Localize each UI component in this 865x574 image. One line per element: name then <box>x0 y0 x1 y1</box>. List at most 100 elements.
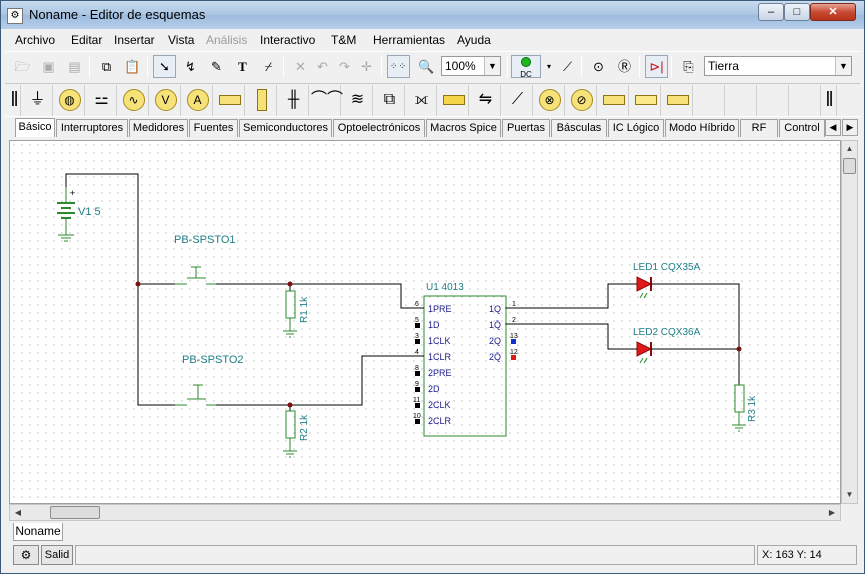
tab-optoelectronicos[interactable]: Optoelectrónicos <box>333 119 425 137</box>
menu-interactivo[interactable]: Interactivo <box>260 33 316 47</box>
scroll-up-icon[interactable]: ▲ <box>845 144 854 153</box>
components-toolbar: ‖ ⏚ ◍ ⚍ ∿ V A ╫ ⌒⌒ ≋ ⧉ ⟗ ⇋ ⟋ ⊗ ⊘ ‖ <box>5 83 860 117</box>
resistor-probe-icon[interactable]: Ⓡ <box>617 59 631 74</box>
menu-tm[interactable]: T&M <box>331 33 357 47</box>
scroll-down-icon[interactable]: ▼ <box>845 490 854 499</box>
battery-v1[interactable] <box>57 187 75 242</box>
meter-probe-icon[interactable]: ⊙ <box>593 59 604 74</box>
grid-toggle-icon[interactable]: ⁘⁘ <box>387 55 410 78</box>
tab-rf[interactable]: RF <box>740 119 778 137</box>
dc-analysis-button[interactable]: DC <box>511 55 541 79</box>
scroll-left-icon[interactable]: ‖ <box>9 85 21 116</box>
menu-vista[interactable]: Vista <box>168 33 195 47</box>
select-arrow-icon[interactable]: ➘ <box>153 55 176 78</box>
scroll-thumb[interactable] <box>50 506 100 519</box>
close-button[interactable]: ✕ <box>810 3 856 21</box>
tab-fuentes[interactable]: Fuentes <box>189 119 238 137</box>
fuse-blown-component-icon[interactable]: ⇋ <box>471 85 501 116</box>
tab-interruptores[interactable]: Interruptores <box>56 119 128 137</box>
text-tool-icon[interactable]: T <box>238 59 247 74</box>
capacitor-component-icon[interactable]: ╫ <box>279 85 309 116</box>
probe-icon[interactable]: ⟋ <box>562 59 573 74</box>
menu-analisis[interactable]: Análisis <box>206 33 248 47</box>
scroll-right-icon[interactable]: ▶ <box>828 508 836 517</box>
delete-icon[interactable]: ✕ <box>295 59 306 74</box>
resistor-r3[interactable] <box>732 384 746 432</box>
voltmeter-component-icon[interactable]: V <box>151 85 181 116</box>
led2[interactable] <box>634 341 666 364</box>
lamp-component-icon[interactable]: ⊗ <box>535 85 565 116</box>
horizontal-scrollbar[interactable]: ◀ ▶ <box>9 504 841 521</box>
led1[interactable] <box>634 276 666 299</box>
ammeter-component-icon[interactable]: A <box>183 85 213 116</box>
scroll-left-icon[interactable]: ◀ <box>14 508 22 517</box>
impedance-component-icon[interactable] <box>663 85 693 116</box>
menu-ayuda[interactable]: Ayuda <box>457 33 491 47</box>
schematic-canvas[interactable]: + V1 5 PB-SPSTO1 PB-SPSTO2 <box>9 140 841 504</box>
potentiometer-component-icon[interactable]: ⊘ <box>567 85 597 116</box>
tab-medidores[interactable]: Medidores <box>129 119 188 137</box>
ac-source-component-icon[interactable]: ∿ <box>119 85 149 116</box>
tab-control[interactable]: Control <box>779 119 825 137</box>
tab-macros-spice[interactable]: Macros Spice <box>426 119 501 137</box>
ground-component-icon[interactable]: ⏚ <box>23 85 53 116</box>
zoom-select[interactable]: 100% ▼ <box>441 56 501 76</box>
pencil-icon[interactable]: ✎ <box>211 59 222 74</box>
wire-tool-icon[interactable]: ↯ <box>185 59 196 74</box>
tab-ic-logico[interactable]: IC Lógico <box>608 119 664 137</box>
tabs-left-arrow-icon[interactable]: ◀ <box>825 119 841 136</box>
transformer-component-icon[interactable]: ⧉ <box>375 85 405 116</box>
tab-basico[interactable]: Básico <box>15 118 55 137</box>
undo-icon[interactable]: ↶ <box>317 59 328 74</box>
maximize-button[interactable]: □ <box>784 3 810 21</box>
paste-icon[interactable]: 📋 <box>124 59 141 74</box>
node-tool-icon[interactable]: ⌿ <box>264 59 273 74</box>
menu-editar[interactable]: Editar <box>71 33 103 47</box>
dc-dropdown-icon[interactable]: ▾ <box>546 62 551 71</box>
copy-icon[interactable]: ⧉ <box>101 59 112 74</box>
tab-semiconductores[interactable]: Semiconductores <box>239 119 332 137</box>
wires <box>65 173 740 411</box>
core-inductor-component-icon[interactable]: ≋ <box>343 85 373 116</box>
save-as-icon[interactable]: ▤ <box>68 59 81 74</box>
output-label[interactable]: Salid <box>41 545 73 565</box>
fuse-component-icon[interactable] <box>439 85 469 116</box>
diode-icon[interactable]: ⊳| <box>645 55 668 78</box>
battery-component-icon[interactable]: ⚍ <box>87 85 117 116</box>
menu-insertar[interactable]: Insertar <box>114 33 155 47</box>
menu-archivo[interactable]: Archivo <box>15 33 56 47</box>
inductor-component-icon[interactable]: ⌒⌒ <box>311 85 343 116</box>
save-icon[interactable]: ▣ <box>42 59 55 74</box>
bulb-component-icon[interactable]: ◍ <box>55 85 85 116</box>
heater-component-icon[interactable] <box>631 85 661 116</box>
vertical-resistor-component-icon[interactable] <box>247 85 277 116</box>
crosshair-icon[interactable]: ✛ <box>361 59 372 74</box>
pushbutton-sw1[interactable] <box>175 266 216 285</box>
menu-herramientas[interactable]: Herramientas <box>373 33 446 47</box>
open-folder-icon[interactable]: 🗁 <box>14 59 31 74</box>
tab-puertas[interactable]: Puertas <box>502 119 550 137</box>
transformer-core-component-icon[interactable]: ⟗ <box>407 85 437 116</box>
tab-modo-hibrido[interactable]: Modo Híbrido <box>665 119 739 137</box>
resistor-r1[interactable] <box>283 290 297 338</box>
document-tab[interactable]: Noname <box>13 523 63 541</box>
junction-dot <box>736 346 742 352</box>
resistor-r2[interactable] <box>283 410 297 458</box>
minimize-button[interactable]: – <box>758 3 784 21</box>
pushbutton-sw2[interactable] <box>175 384 216 406</box>
tab-basculas[interactable]: Básculas <box>551 119 607 137</box>
vertical-scrollbar[interactable]: ▲ ▼ <box>841 140 858 504</box>
redo-icon[interactable]: ↷ <box>339 59 350 74</box>
zoom-icon[interactable]: 🔍 <box>418 59 435 74</box>
output-window-icon[interactable]: ⚙ <box>13 545 39 565</box>
tabs-right-arrow-icon[interactable]: ▶ <box>842 119 858 136</box>
resistor-component-icon[interactable] <box>215 85 245 116</box>
scroll-right-icon[interactable]: ‖ <box>823 85 837 116</box>
scroll-thumb[interactable] <box>843 158 856 174</box>
switch-component-icon[interactable]: ⟋ <box>503 85 533 116</box>
ic-u1-4013[interactable]: U1 4013 1PRE 1D 1CLK 1CLR 2PRE 2D 2CLK 2… <box>413 282 518 437</box>
component-library-icon[interactable]: ⎘ <box>683 59 694 74</box>
variable-resistor-component-icon[interactable] <box>599 85 629 116</box>
ground-select[interactable]: Tierra ▼ <box>704 56 852 76</box>
